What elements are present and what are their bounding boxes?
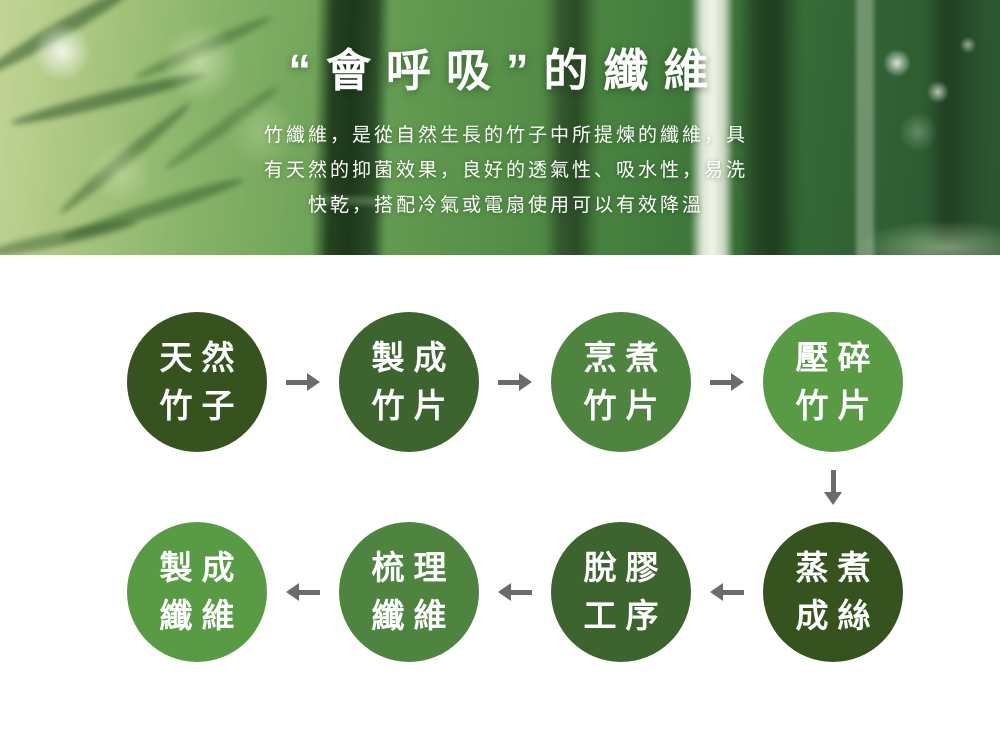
- process-step-label: 竹片: [371, 387, 456, 424]
- flow-arrow-cell: [691, 312, 763, 452]
- process-step-label: 製成: [159, 549, 244, 586]
- grid-spacer: [691, 452, 763, 522]
- flow-arrow-cell: [267, 312, 339, 452]
- arrow-left-icon: [498, 583, 532, 601]
- process-step-label: 製成: [371, 339, 456, 376]
- process-step-natural-bamboo: 天然 竹子: [127, 312, 267, 452]
- process-flow-diagram: 天然 竹子 製成 竹片 烹煮 竹片 壓碎 竹片: [0, 255, 1000, 731]
- process-step-cook-bamboo-chips: 烹煮 竹片: [551, 312, 691, 452]
- process-step-label: 竹子: [159, 387, 244, 424]
- process-step-finished-fiber: 製成 纖維: [127, 522, 267, 662]
- process-step-label: 工序: [583, 597, 668, 634]
- hero-text-block: “會呼吸”的纖維 竹纖維，是從自然生長的竹子中所提煉的纖維，具 有天然的抑菌效果…: [0, 0, 1000, 223]
- process-step-label: 竹片: [583, 387, 668, 424]
- process-step-label: 纖維: [159, 597, 244, 634]
- grid-spacer: [267, 452, 339, 522]
- grid-spacer: [127, 452, 267, 522]
- process-step-label: 纖維: [371, 597, 456, 634]
- arrow-right-icon: [710, 373, 744, 391]
- grid-spacer: [339, 452, 479, 522]
- process-step-label: 蒸煮: [795, 549, 880, 586]
- hero-description: 竹纖維，是從自然生長的竹子中所提煉的纖維，具 有天然的抑菌效果，良好的透氣性、吸…: [12, 118, 1000, 223]
- flow-arrow-cell: [479, 312, 551, 452]
- process-step-label: 脫膠: [583, 549, 668, 586]
- process-step-comb-fiber: 梳理 纖維: [339, 522, 479, 662]
- hero-description-line: 竹纖維，是從自然生長的竹子中所提煉的纖維，具: [263, 125, 748, 147]
- flow-arrow-cell: [479, 522, 551, 662]
- page-title: “會呼吸”的纖維: [288, 45, 724, 96]
- hero-banner: “會呼吸”的纖維 竹纖維，是從自然生長的竹子中所提煉的纖維，具 有天然的抑菌效果…: [0, 0, 1000, 255]
- arrow-left-icon: [286, 583, 320, 601]
- arrow-right-icon: [498, 373, 532, 391]
- flow-arrow-cell: [267, 522, 339, 662]
- process-step-label: 梳理: [371, 549, 456, 586]
- hero-description-line: 快乾，搭配冷氣或電扇使用可以有效降溫: [307, 195, 704, 217]
- process-step-crush-bamboo-chips: 壓碎 竹片: [763, 312, 903, 452]
- process-step-label: 天然: [159, 339, 244, 376]
- process-step-label: 壓碎: [795, 339, 880, 376]
- process-step-degumming: 脫膠 工序: [551, 522, 691, 662]
- arrow-down-icon: [824, 469, 842, 505]
- process-step-label: 竹片: [795, 387, 880, 424]
- process-step-steam-into-silk: 蒸煮 成絲: [763, 522, 903, 662]
- process-step-make-bamboo-chips: 製成 竹片: [339, 312, 479, 452]
- arrow-left-icon: [710, 583, 744, 601]
- flow-arrow-cell: [691, 522, 763, 662]
- process-flow-grid: 天然 竹子 製成 竹片 烹煮 竹片 壓碎 竹片: [127, 312, 1000, 662]
- process-step-label: 烹煮: [583, 339, 668, 376]
- process-step-label: 成絲: [795, 597, 880, 634]
- grid-spacer: [479, 452, 551, 522]
- hero-description-line: 有天然的抑菌效果，良好的透氣性、吸水性，易洗: [263, 160, 748, 182]
- flow-arrow-cell: [763, 452, 903, 522]
- grid-spacer: [551, 452, 691, 522]
- arrow-right-icon: [286, 373, 320, 391]
